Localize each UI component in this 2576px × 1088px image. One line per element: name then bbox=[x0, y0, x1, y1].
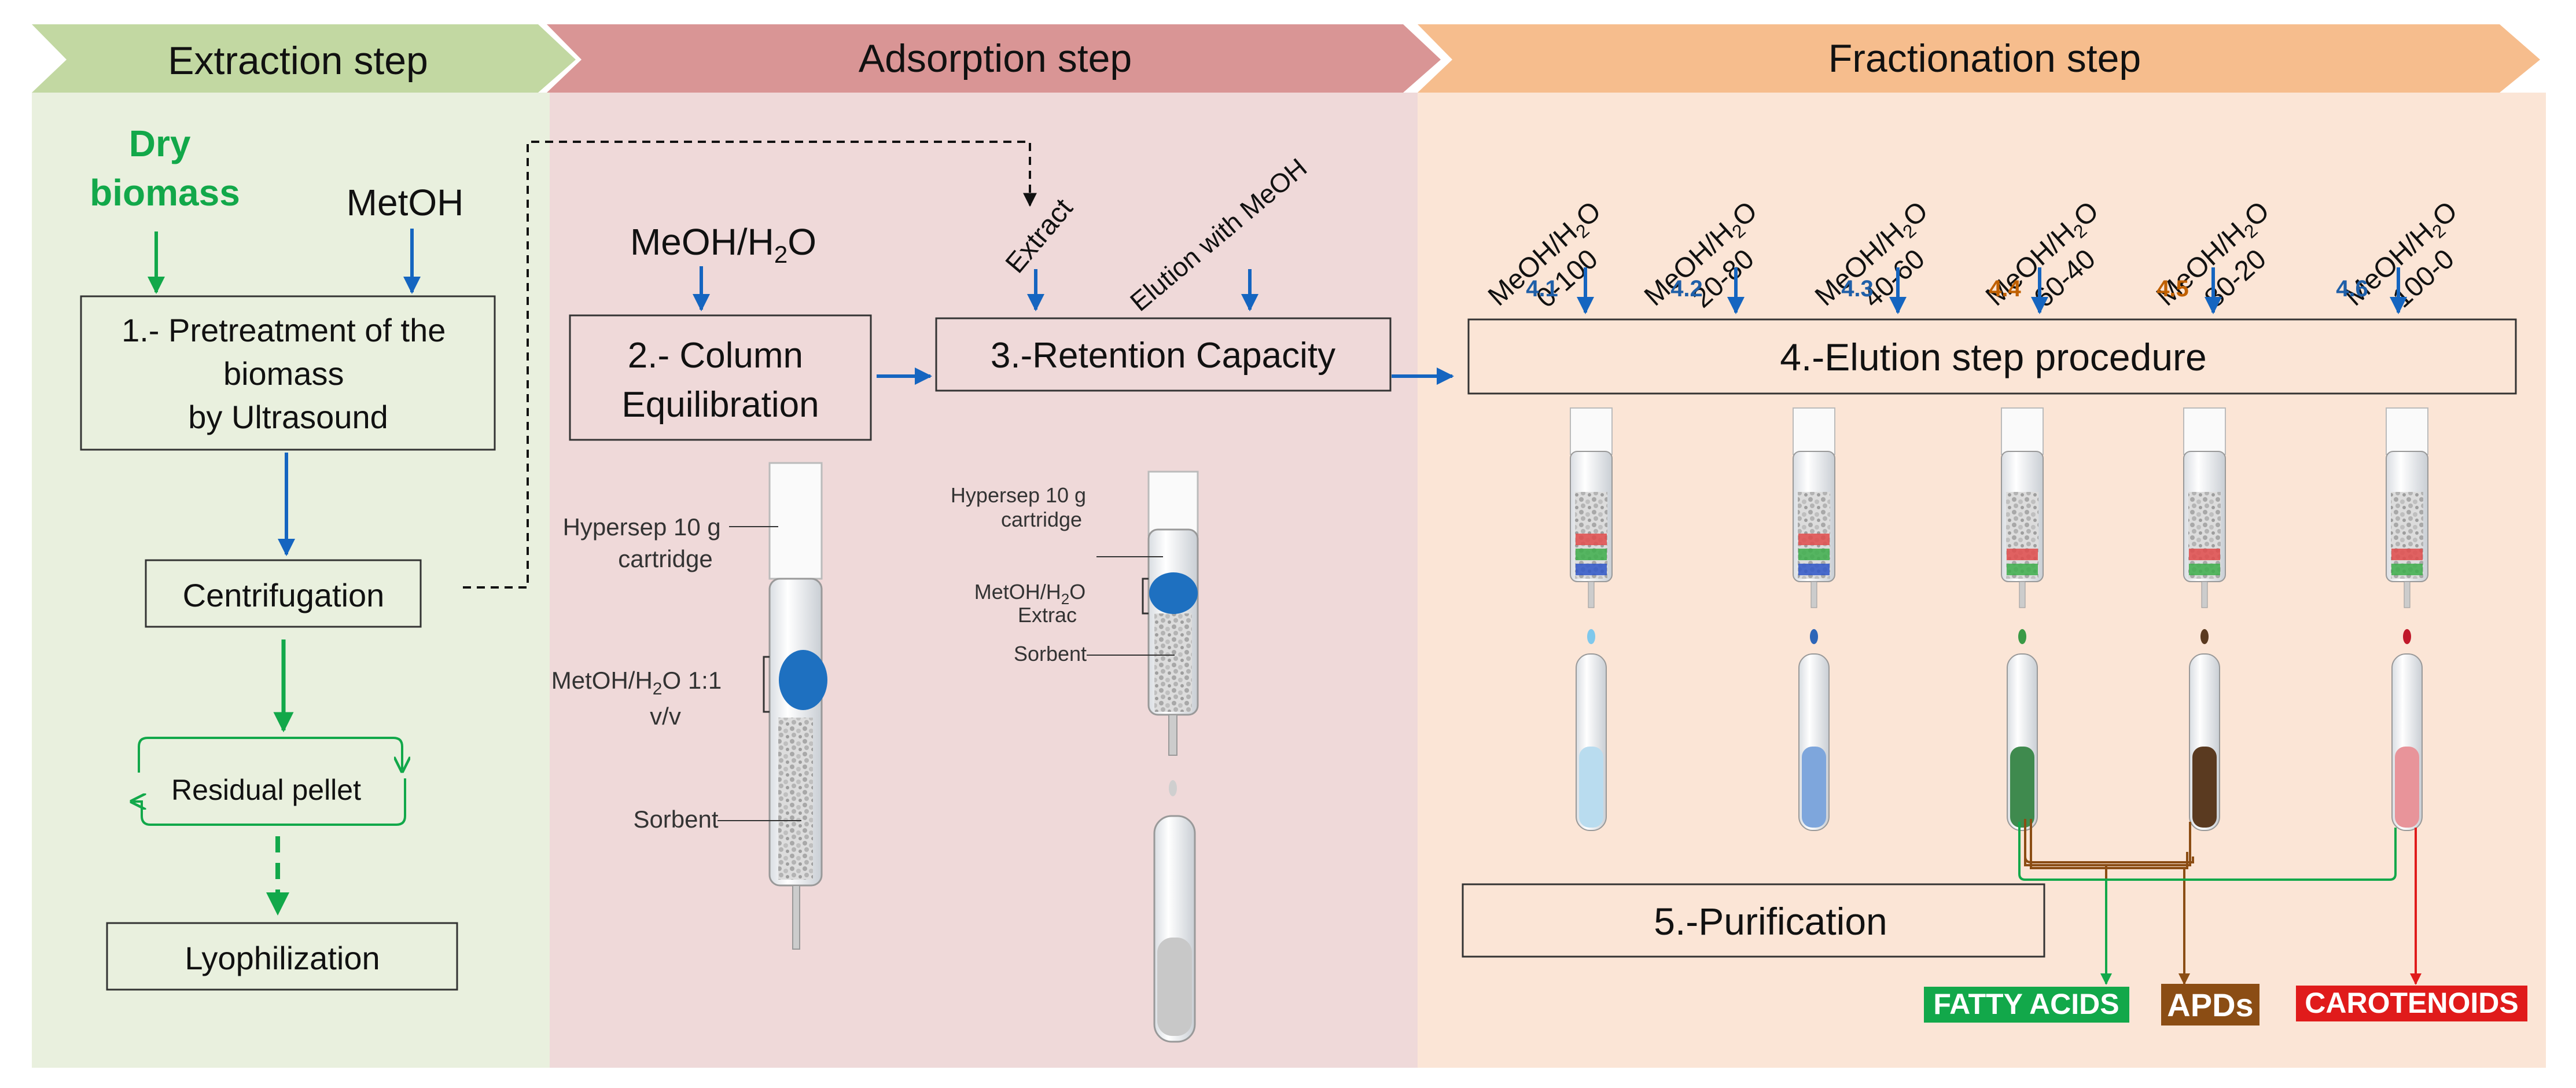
cartridge1-vv-label: v/v bbox=[650, 703, 681, 730]
fraction-number: 4.6 bbox=[2336, 276, 2368, 302]
cartridge-retention bbox=[1147, 471, 1199, 1043]
fraction-number: 4.2 bbox=[1670, 276, 1703, 302]
cartridge-equilibration bbox=[768, 462, 827, 950]
lyophilization-label: Lyophilization bbox=[185, 940, 380, 976]
purification-box bbox=[1462, 883, 2045, 958]
cartridge1-hypersep-label: Hypersep 10 g cartridge bbox=[563, 513, 728, 572]
fractionation-header bbox=[1418, 24, 2540, 93]
metoh-label: MetOH bbox=[347, 182, 464, 223]
fatty-acids-label: FATTY ACIDS bbox=[1933, 988, 2119, 1020]
retention-capacity-box bbox=[935, 317, 1392, 392]
adsorption-header bbox=[547, 24, 1441, 93]
fatty-acids-badge bbox=[1924, 987, 2129, 1023]
fraction-number: 4.4 bbox=[1989, 276, 2021, 302]
adsorption-panel bbox=[550, 93, 1418, 1068]
fractionation-header-title: Fractionation step bbox=[1828, 36, 2141, 80]
pretreatment-box bbox=[80, 295, 496, 451]
fraction-columns bbox=[1570, 407, 2428, 831]
cartridge1-bracket bbox=[763, 656, 770, 713]
fraction-number: 4.5 bbox=[2157, 276, 2189, 302]
fraction-column bbox=[1570, 407, 1613, 831]
cartridge2-hypersep-label: Hypersep 10 g cartridge bbox=[951, 483, 1092, 531]
retention-capacity-label: 3.-Retention Capacity bbox=[991, 336, 1335, 376]
meoh-h2o-label: MeOH/H2O bbox=[630, 221, 816, 268]
extract-transfer-dashed-arrow bbox=[463, 141, 1037, 589]
pretreatment-label: 1.- Pretreatment of the biomass by Ultra… bbox=[122, 312, 455, 435]
recycle-arrow-top bbox=[138, 737, 402, 773]
cartridge1-metoh-label: MetOH/H2O 1:1 bbox=[551, 667, 722, 699]
residual-pellet-label: Residual pellet bbox=[171, 774, 361, 806]
product-connectors bbox=[2018, 819, 2422, 985]
carotenoids-label: CAROTENOIDS bbox=[2305, 987, 2518, 1019]
centrifugation-label: Centrifugation bbox=[183, 577, 385, 613]
lyophilization-box bbox=[106, 922, 458, 991]
purification-label: 5.-Purification bbox=[1654, 900, 1887, 943]
fraction-column bbox=[2386, 407, 2428, 831]
cartridge1-sorbent-label: Sorbent bbox=[633, 806, 718, 833]
cartridge2-extrac-label: Extrac bbox=[1018, 603, 1077, 627]
elution-procedure-box bbox=[1467, 318, 2517, 395]
column-equilibration-box bbox=[569, 314, 872, 441]
fraction-column bbox=[2001, 407, 2044, 831]
apds-label: APDs bbox=[2167, 987, 2253, 1023]
apds-badge bbox=[2161, 984, 2259, 1025]
extraction-header bbox=[32, 24, 576, 93]
elution-procedure-label: 4.-Elution step procedure bbox=[1780, 336, 2206, 378]
fraction-number: 4.1 bbox=[1526, 276, 1558, 302]
cartridge2-sorbent-label: Sorbent bbox=[1014, 642, 1087, 666]
dry-biomass-label: Dry biomass bbox=[90, 123, 240, 214]
carotenoids-badge bbox=[2296, 986, 2527, 1021]
fraction-column bbox=[1793, 407, 1835, 831]
adsorption-header-title: Adsorption step bbox=[859, 36, 1132, 80]
cartridge2-bracket bbox=[1142, 578, 1149, 615]
recycle-arrow-bottom bbox=[133, 778, 406, 826]
centrifugation-box bbox=[145, 559, 422, 628]
fraction-column bbox=[2183, 407, 2226, 831]
column-equilibration-label: 2.- Column Equilibration bbox=[621, 336, 819, 425]
extraction-header-title: Extraction step bbox=[168, 39, 428, 83]
fraction-number: 4.3 bbox=[1841, 276, 1874, 302]
cartridge2-metoh-label: MetOH/H2O bbox=[974, 580, 1086, 608]
